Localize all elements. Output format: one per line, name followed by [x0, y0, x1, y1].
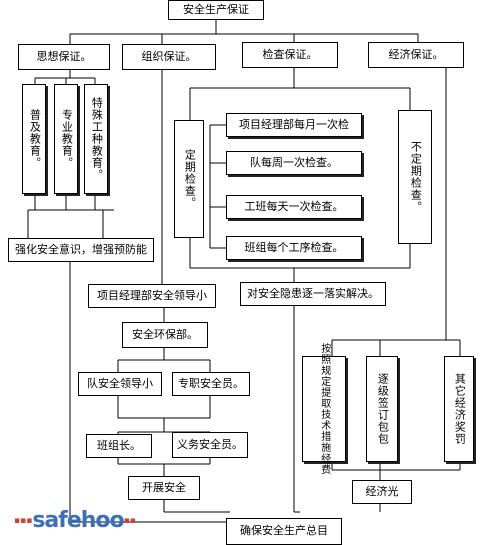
team-leader-box: 班组长。 [86, 434, 152, 458]
inspection-item-label: 项目经理部每月一次检 [239, 117, 349, 131]
economic-guarantee-label: 经济保证。 [388, 47, 444, 61]
special-trade-education-box: 特殊工种教育。 [84, 84, 108, 194]
safehoo-watermark: ▪▪▪safehoo▪▪ [14, 508, 136, 533]
safety-production-guarantee-box: 安全生产保证 [168, 0, 264, 20]
economic-lever-box: 经济光 [352, 480, 412, 504]
regular-inspection-label: 定期检查。 [183, 149, 197, 209]
economic-guarantee-box: 经济保证。 [368, 42, 464, 68]
team-safety-leadership-box: 队安全领导小 [78, 372, 162, 396]
hazard-resolution-box: 对安全隐患逐一落实解决。 [240, 282, 386, 306]
economic-lever-label: 经济光 [365, 484, 399, 498]
project-safety-leadership-box: 项目经理部安全领导小 [88, 284, 216, 308]
project-safety-leadership-label: 项目经理部安全领导小 [97, 288, 207, 302]
economic-item-contract: 逐级签订包包 [366, 356, 398, 462]
organization-guarantee-box: 组织保证。 [122, 44, 216, 70]
watermark-text: safehoo [32, 508, 124, 533]
carry-out-safety-label: 开展安全 [142, 480, 186, 494]
inspection-item-label: 班组每个工序检查。 [244, 240, 344, 254]
inspection-item-weekly: 队每周一次检查。 [226, 151, 362, 175]
awareness-label: 强化安全意识，增强预防能 [15, 242, 147, 256]
volunteer-safety-officer-label: 义务安全员。 [177, 437, 243, 451]
full-time-safety-officer-box: 专职安全员。 [172, 372, 250, 396]
team-safety-leadership-label: 队安全领导小 [87, 376, 153, 390]
inspection-item-monthly: 项目经理部每月一次检 [226, 113, 362, 137]
professional-education-label: 专业教育。 [60, 109, 74, 169]
thought-guarantee-label: 思想保证。 [36, 49, 92, 63]
hazard-resolution-label: 对安全隐患逐一落实解决。 [247, 286, 379, 300]
irregular-inspection-box: 不定期检查。 [398, 110, 432, 244]
safety-goal-box: 确保安全生产总目 [226, 518, 342, 545]
regular-inspection-box: 定期检查。 [174, 120, 204, 238]
irregular-inspection-label: 不定期检查。 [409, 141, 423, 213]
safety-environment-dept-box: 安全环保部。 [122, 322, 208, 348]
organization-guarantee-label: 组织保证。 [141, 49, 197, 63]
economic-item-label: 其它经济奖罚 [453, 373, 467, 445]
general-education-box: 普及教育。 [22, 84, 46, 194]
inspection-item-label: 队每周一次检查。 [250, 155, 338, 169]
volunteer-safety-officer-box: 义务安全员。 [172, 432, 248, 458]
inspection-item-daily: 工班每天一次检查。 [226, 195, 362, 219]
thought-guarantee-box: 思想保证。 [18, 44, 110, 70]
safety-environment-dept-label: 安全环保部。 [132, 327, 198, 341]
special-trade-education-label: 特殊工种教育。 [90, 97, 104, 181]
inspection-guarantee-label: 检查保证。 [262, 47, 318, 61]
carry-out-safety-box: 开展安全 [128, 476, 200, 500]
inspection-item-per-process: 班组每个工序检查。 [226, 236, 362, 260]
economic-item-label: 逐级签订包包 [376, 373, 390, 445]
inspection-guarantee-box: 检查保证。 [242, 42, 338, 68]
team-leader-label: 班组长。 [97, 438, 141, 452]
professional-education-box: 专业教育。 [54, 84, 78, 194]
inspection-item-label: 工班每天一次检查。 [244, 199, 344, 213]
economic-item-rewards: 其它经济奖罚 [444, 356, 474, 462]
economic-item-measures-fund: 按照规定提取技术措施经费 [302, 343, 346, 475]
safety-production-guarantee-label: 安全生产保证 [183, 2, 249, 16]
safety-goal-label: 确保安全生产总目 [240, 524, 328, 538]
full-time-safety-officer-label: 专职安全员。 [178, 376, 244, 390]
awareness-box: 强化安全意识，增强预防能 [8, 238, 154, 262]
economic-item-label: 按照规定提取技术措施经费 [318, 343, 330, 475]
general-education-label: 普及教育。 [28, 109, 42, 169]
